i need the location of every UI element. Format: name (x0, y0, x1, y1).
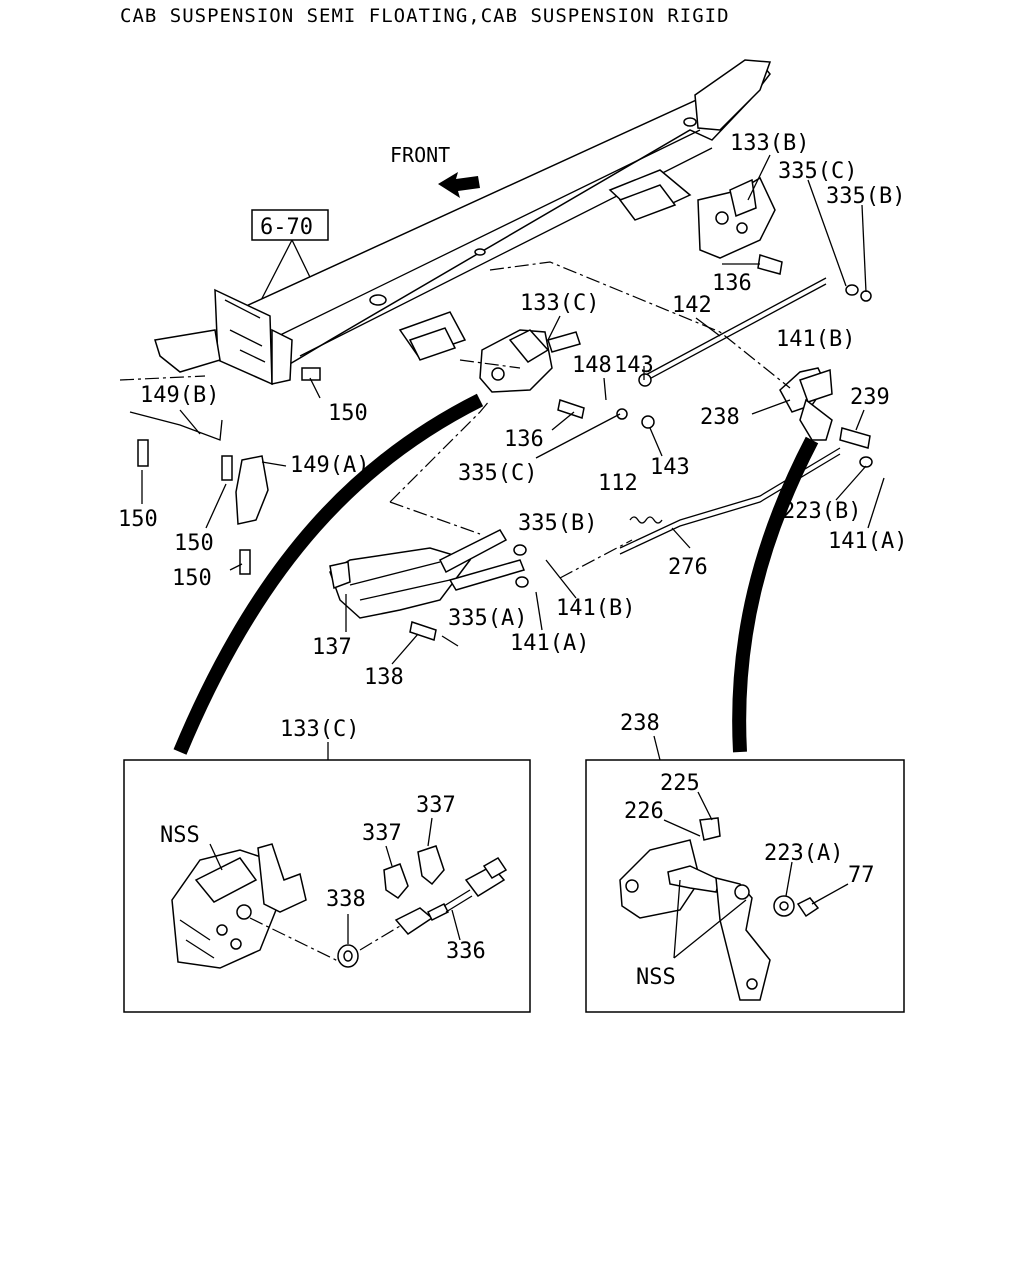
callout-150-mid: 150 (328, 401, 368, 426)
lever-238 (779, 367, 833, 441)
callout-143-mid: 143 (650, 455, 690, 480)
clip-337-b (417, 845, 445, 886)
callout-138: 138 (364, 665, 404, 690)
bolts-150 (137, 367, 321, 575)
dash-line-4 (459, 359, 521, 369)
callout-335b-mid: 335(B) (518, 511, 597, 536)
callout-335a: 335(A) (448, 606, 527, 631)
callout-226: 226 (624, 799, 664, 824)
callout-136-mid: 136 (504, 427, 544, 452)
detail-right-nss: NSS (636, 965, 676, 990)
leader-arc-left (173, 393, 484, 755)
reference-box-label: 6-70 (260, 215, 313, 240)
frame-crossmember (218, 59, 772, 373)
callout-141b-low: 141(B) (556, 596, 635, 621)
callout-337-b: 337 (416, 793, 456, 818)
front-label: FRONT (390, 143, 450, 167)
callout-239: 239 (850, 385, 890, 410)
callout-335c-top: 335(C) (778, 159, 857, 184)
dash-line-1 (489, 261, 791, 389)
callout-137: 137 (312, 635, 352, 660)
callout-141a-right: 141(A) (828, 529, 907, 554)
callout-136-top: 136 (712, 271, 752, 296)
clip-337-a (383, 863, 409, 899)
callout-223a: 223(A) (764, 841, 843, 866)
detail-right-title: 238 (620, 711, 660, 736)
callout-77: 77 (848, 863, 875, 888)
callout-335c-mid: 335(C) (458, 461, 537, 486)
detail-left-nss: NSS (160, 823, 200, 848)
front-arrow-icon (438, 172, 480, 198)
rod-142 (639, 277, 827, 379)
lever-detail (619, 817, 771, 1001)
callout-335b-top: 335(B) (826, 184, 905, 209)
callout-133c: 133(C) (520, 291, 599, 316)
callout-336: 336 (446, 939, 486, 964)
dash-line-5 (119, 375, 206, 381)
callout-112: 112 (598, 471, 638, 496)
callout-338: 338 (326, 887, 366, 912)
dash-line-2 (389, 399, 491, 535)
spring-112 (629, 516, 663, 524)
left-mount-bracket (154, 288, 293, 386)
callout-225: 225 (660, 771, 700, 796)
callout-leaders (141, 154, 885, 665)
callout-149a: 149(A) (290, 453, 369, 478)
callout-133b: 133(B) (730, 131, 809, 156)
callout-238: 238 (700, 405, 740, 430)
switch-336 (394, 857, 508, 935)
detail-left-title: 133(C) (280, 717, 359, 742)
callout-141b-top: 141(B) (776, 327, 855, 352)
reference-box (251, 209, 329, 241)
bracket-149b (129, 411, 223, 441)
linkage-assembly-137 (329, 529, 526, 619)
bracket-133b (697, 176, 776, 259)
callout-276: 276 (668, 555, 708, 580)
callout-143-top: 143 (614, 353, 654, 378)
callout-149b: 149(B) (140, 383, 219, 408)
callout-150-c: 150 (172, 566, 212, 591)
clip-77 (796, 897, 820, 918)
callout-148: 148 (572, 353, 612, 378)
clip-149a (235, 455, 269, 525)
dash-line-3 (559, 539, 633, 579)
callout-141a-low: 141(A) (510, 631, 589, 656)
callout-142: 142 (672, 293, 712, 318)
callout-150-b: 150 (174, 531, 214, 556)
leader-arc-right (732, 436, 819, 753)
switch-bracket-detail (171, 843, 307, 969)
callout-150-a: 150 (118, 507, 158, 532)
bracket-133c (479, 329, 581, 393)
callout-223b: 223(B) (782, 499, 861, 524)
diagram-title: CAB SUSPENSION SEMI FLOATING,CAB SUSPENS… (120, 5, 730, 27)
callout-337-a: 337 (362, 821, 402, 846)
